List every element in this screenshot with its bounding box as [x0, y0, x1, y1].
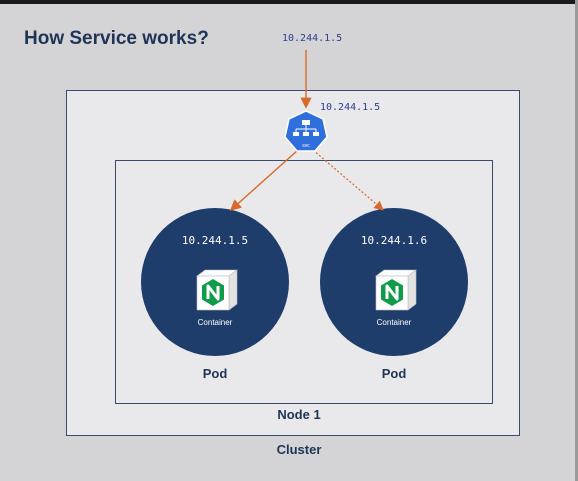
svc-icon: svc — [284, 110, 328, 152]
pod-2-container-label: Container — [376, 318, 412, 327]
window-top-bar — [0, 0, 578, 4]
nginx-container-icon — [375, 269, 417, 311]
service-ip-label: 10.244.1.5 — [320, 102, 381, 113]
slide-title: How Service works? — [24, 28, 209, 49]
pod-1-label: Pod — [202, 366, 228, 381]
pod-1: 10.244.1.5 Container — [141, 208, 289, 356]
pod-2-ip: 10.244.1.6 — [360, 234, 428, 247]
pod-2: 10.244.1.6 Container — [320, 208, 468, 356]
pod-2-label: Pod — [381, 366, 407, 381]
node-label: Node 1 — [277, 407, 321, 422]
cluster-label: Cluster — [276, 442, 322, 457]
nginx-container-icon — [196, 269, 238, 311]
pod-1-ip: 10.244.1.5 — [181, 234, 249, 247]
window-right-edge — [575, 0, 578, 481]
svc-to-pod-1-arrow — [229, 149, 299, 211]
svc-to-pod-2-arrow — [312, 149, 384, 211]
incoming-ip-label: 10.244.1.5 — [282, 33, 343, 44]
svc-icon-label: svc — [302, 143, 310, 149]
pod-1-container-label: Container — [197, 318, 233, 327]
